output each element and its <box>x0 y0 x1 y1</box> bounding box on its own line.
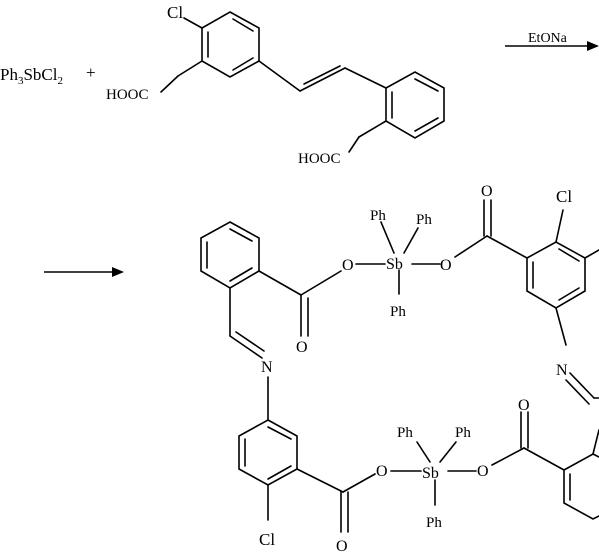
reaction-arrow-2 <box>44 267 124 277</box>
atom-label-ph: Ph <box>397 425 413 441</box>
atom-label-o: O <box>376 463 388 480</box>
reagent-label: EtONa <box>528 31 568 46</box>
atom-label-n: N <box>261 359 273 376</box>
plus-sign: + <box>86 63 96 82</box>
atom-label-o: O <box>336 538 348 553</box>
reactant-triphenylantimony-dichloride: Ph3SbCl2 <box>0 65 63 87</box>
atom-label-cl: Cl <box>556 187 572 206</box>
reaction-arrow-1: EtONa <box>505 31 599 51</box>
atom-label-o: O <box>477 463 489 480</box>
atom-label-o: O <box>440 257 452 274</box>
atom-label-o: O <box>296 339 308 356</box>
atom-label-ph: Ph <box>390 304 406 320</box>
atom-label-ph: Ph <box>455 425 471 441</box>
atom-label-o: O <box>342 257 354 274</box>
atom-label-n: N <box>556 362 568 379</box>
atom-label-ph: Ph <box>416 212 432 228</box>
group-label-hooc: HOOC <box>298 151 341 167</box>
atom-label-cl: Cl <box>167 3 183 22</box>
reactant-stilbene-dicarboxylic-acid: Cl HOOC HOOC <box>106 3 445 167</box>
group-label-hooc: HOOC <box>106 87 149 103</box>
atom-label-sb: Sb <box>386 256 403 273</box>
atom-label-ph: Ph <box>426 515 442 531</box>
atom-label-o: O <box>518 397 530 414</box>
atom-label-ph: Ph <box>370 208 386 224</box>
atom-label-sb: Sb <box>422 465 439 482</box>
atom-label-o: O <box>481 183 493 200</box>
atom-label-cl: Cl <box>259 530 275 549</box>
product-macrocycle: O O Sb Ph Ph Ph O O Cl N <box>200 183 599 553</box>
